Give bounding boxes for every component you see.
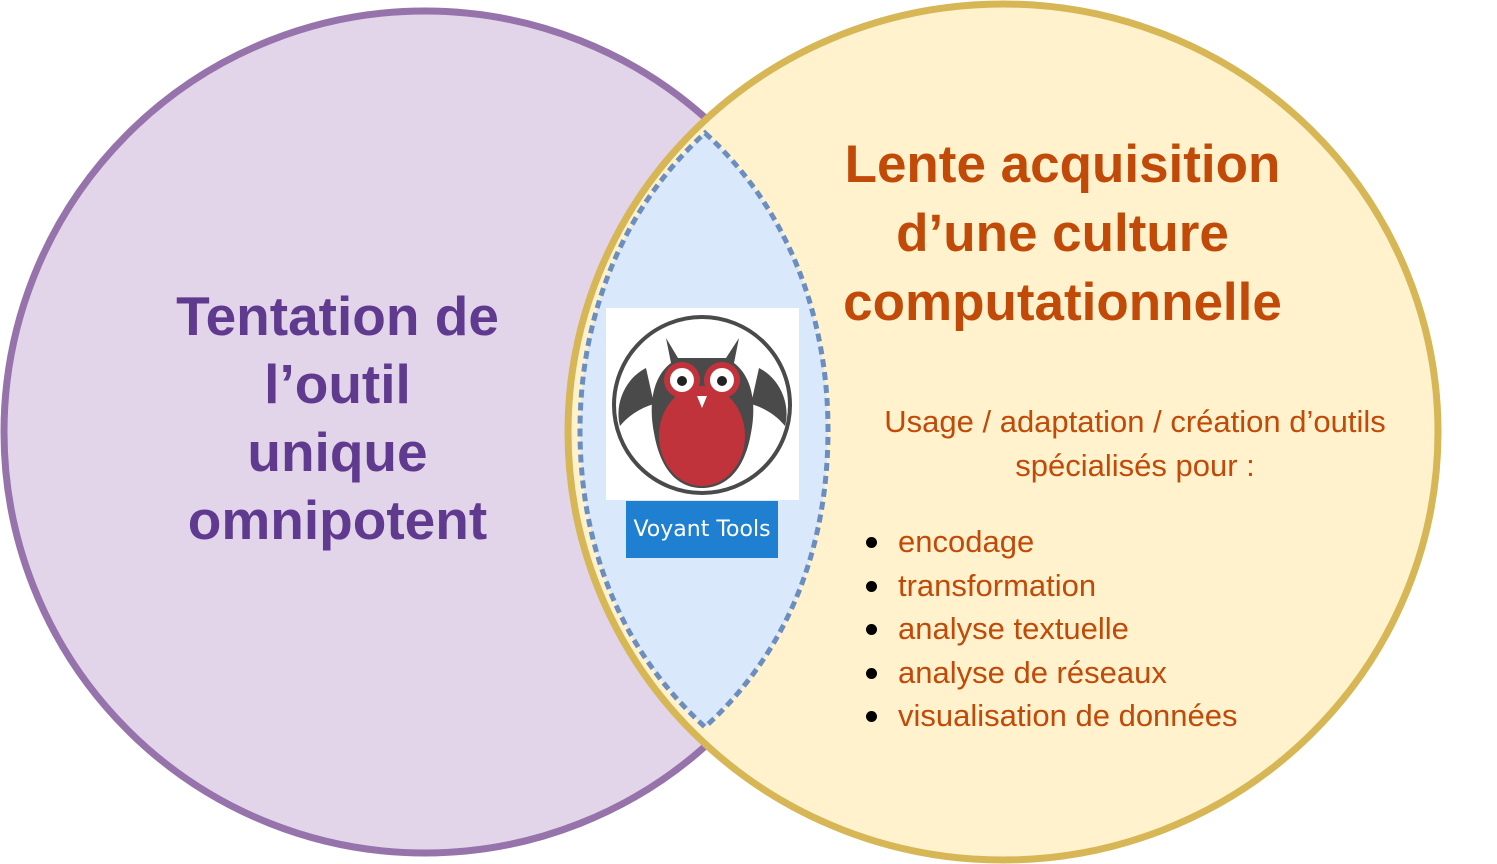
left-title-line: unique bbox=[247, 421, 428, 483]
right-title-line: d’une culture bbox=[896, 204, 1229, 263]
left-title-line: l’outil bbox=[264, 353, 411, 415]
left-title-line: Tentation de bbox=[176, 285, 499, 347]
usage-description: Usage / adaptation / création d’outils s… bbox=[830, 400, 1440, 488]
voyant-tools-label: Voyant Tools bbox=[626, 501, 778, 558]
usage-line: spécialisés pour : bbox=[1015, 448, 1255, 483]
list-item: analyse textuelle bbox=[858, 607, 1238, 651]
list-item: encodage bbox=[858, 520, 1238, 564]
left-title-line: omnipotent bbox=[187, 489, 488, 551]
list-item: analyse de réseaux bbox=[858, 651, 1238, 695]
usage-line: Usage / adaptation / création d’outils bbox=[884, 404, 1386, 439]
right-title-line: Lente acquisition bbox=[844, 135, 1281, 194]
right-circle bbox=[564, 0, 1442, 864]
list-item: transformation bbox=[858, 564, 1238, 608]
owl-logo-icon bbox=[606, 308, 799, 500]
list-item: visualisation de données bbox=[858, 694, 1238, 738]
right-title: Lente acquisition d’une culture computat… bbox=[800, 130, 1325, 337]
right-title-line: computationnelle bbox=[843, 273, 1282, 332]
uses-list: encodage transformation analyse textuell… bbox=[858, 520, 1238, 738]
left-title: Tentation de l’outil unique omnipotent bbox=[150, 282, 525, 554]
